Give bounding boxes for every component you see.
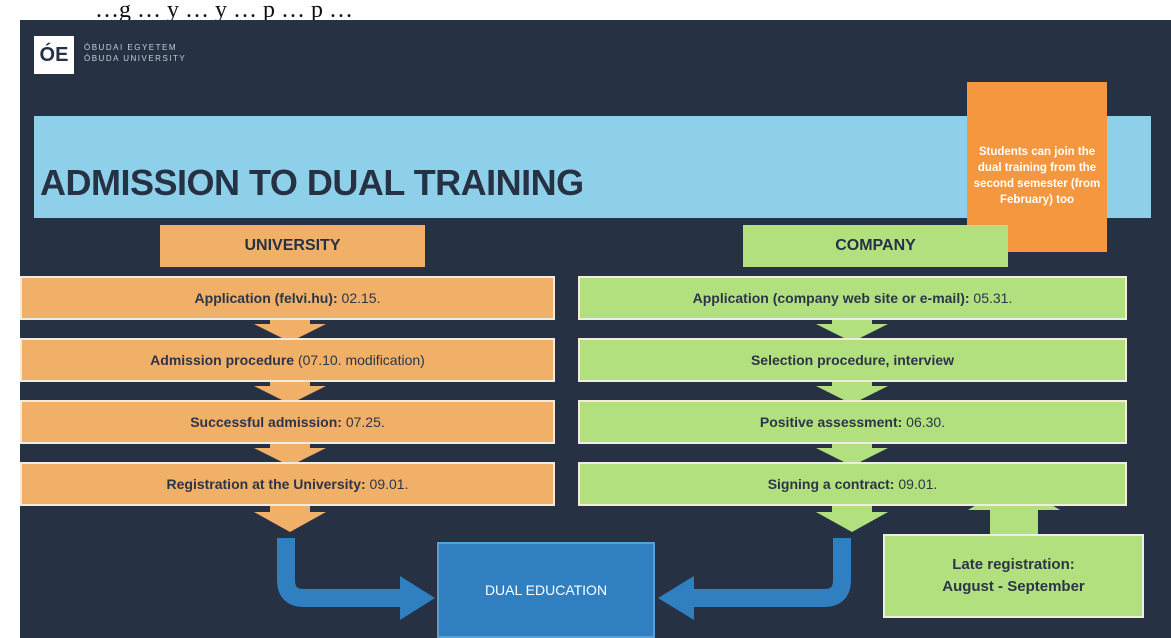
company-step-4: Signing a contract: 09.01.: [578, 462, 1127, 506]
step-bold: Signing a contract:: [767, 476, 895, 492]
step-bold: Admission procedure: [150, 352, 295, 368]
step-text: 06.30.: [902, 414, 946, 430]
university-arrow-4: [254, 506, 326, 532]
step-bold: Positive assessment:: [759, 414, 903, 430]
company-step-3: Positive assessment: 06.30.: [578, 400, 1127, 444]
step-text: 05.31.: [969, 290, 1013, 306]
step-text: 09.01.: [365, 476, 409, 492]
logo-line-1: ÓBUDAI EGYETEM: [84, 43, 178, 52]
step-bold: Selection procedure, interview: [750, 352, 955, 368]
company-to-dual-arrow: [692, 538, 851, 607]
dual-education-box: DUAL EDUCATION: [437, 542, 655, 638]
step-bold: Registration at the University:: [166, 476, 366, 492]
step-text: 02.15.: [337, 290, 381, 306]
university-header: UNIVERSITY: [160, 225, 425, 267]
step-bold: Application (felvi.hu):: [194, 290, 338, 306]
logo-line-2: ÓBUDA UNIVERSITY: [84, 54, 187, 63]
university-arrow-1: [254, 318, 326, 342]
callout-note: Students can join the dual training from…: [967, 82, 1107, 252]
university-arrow-2: [254, 380, 326, 404]
flow-connectors: [254, 318, 1060, 620]
company-step-1: Application (company web site or e-mail)…: [578, 276, 1127, 320]
page-caption-fragment: …g … y … y … p … p …: [95, 0, 353, 23]
company-arrow-1: [816, 318, 888, 342]
university-to-dual-arrow: [277, 538, 402, 607]
step-text: (07.10. modification): [294, 352, 425, 368]
university-step-1: Application (felvi.hu): 02.15.: [20, 276, 555, 320]
title-banner: [34, 116, 1151, 218]
university-step-4: Registration at the University: 09.01.: [20, 462, 555, 506]
company-header: COMPANY: [743, 225, 1008, 267]
slide: ÓE ÓBUDAI EGYETEM ÓBUDA UNIVERSITY ADMIS…: [20, 20, 1171, 638]
late-registration-box: Late registration: August - September: [883, 534, 1144, 618]
late-registration-up-arrow: [968, 482, 1060, 534]
company-step-2: Selection procedure, interview: [578, 338, 1127, 382]
step-bold: Successful admission:: [190, 414, 342, 430]
step-text: 09.01.: [894, 476, 938, 492]
university-logo: ÓE: [34, 36, 74, 74]
university-step-2: Admission procedure (07.10. modification…: [20, 338, 555, 382]
page-title: ADMISSION TO DUAL TRAINING: [40, 162, 584, 203]
university-logo-text: ÓBUDAI EGYETEM ÓBUDA UNIVERSITY: [84, 42, 186, 64]
company-arrow-4: [816, 506, 888, 532]
company-arrow-2: [816, 380, 888, 404]
late-registration-line-1: Late registration:: [952, 556, 1075, 573]
late-registration-line-2: August - September: [942, 578, 1085, 595]
university-arrow-3: [254, 442, 326, 466]
company-arrow-3: [816, 442, 888, 466]
step-bold: Application (company web site or e-mail)…: [692, 290, 970, 306]
step-text: 07.25.: [341, 414, 385, 430]
university-step-3: Successful admission: 07.25.: [20, 400, 555, 444]
